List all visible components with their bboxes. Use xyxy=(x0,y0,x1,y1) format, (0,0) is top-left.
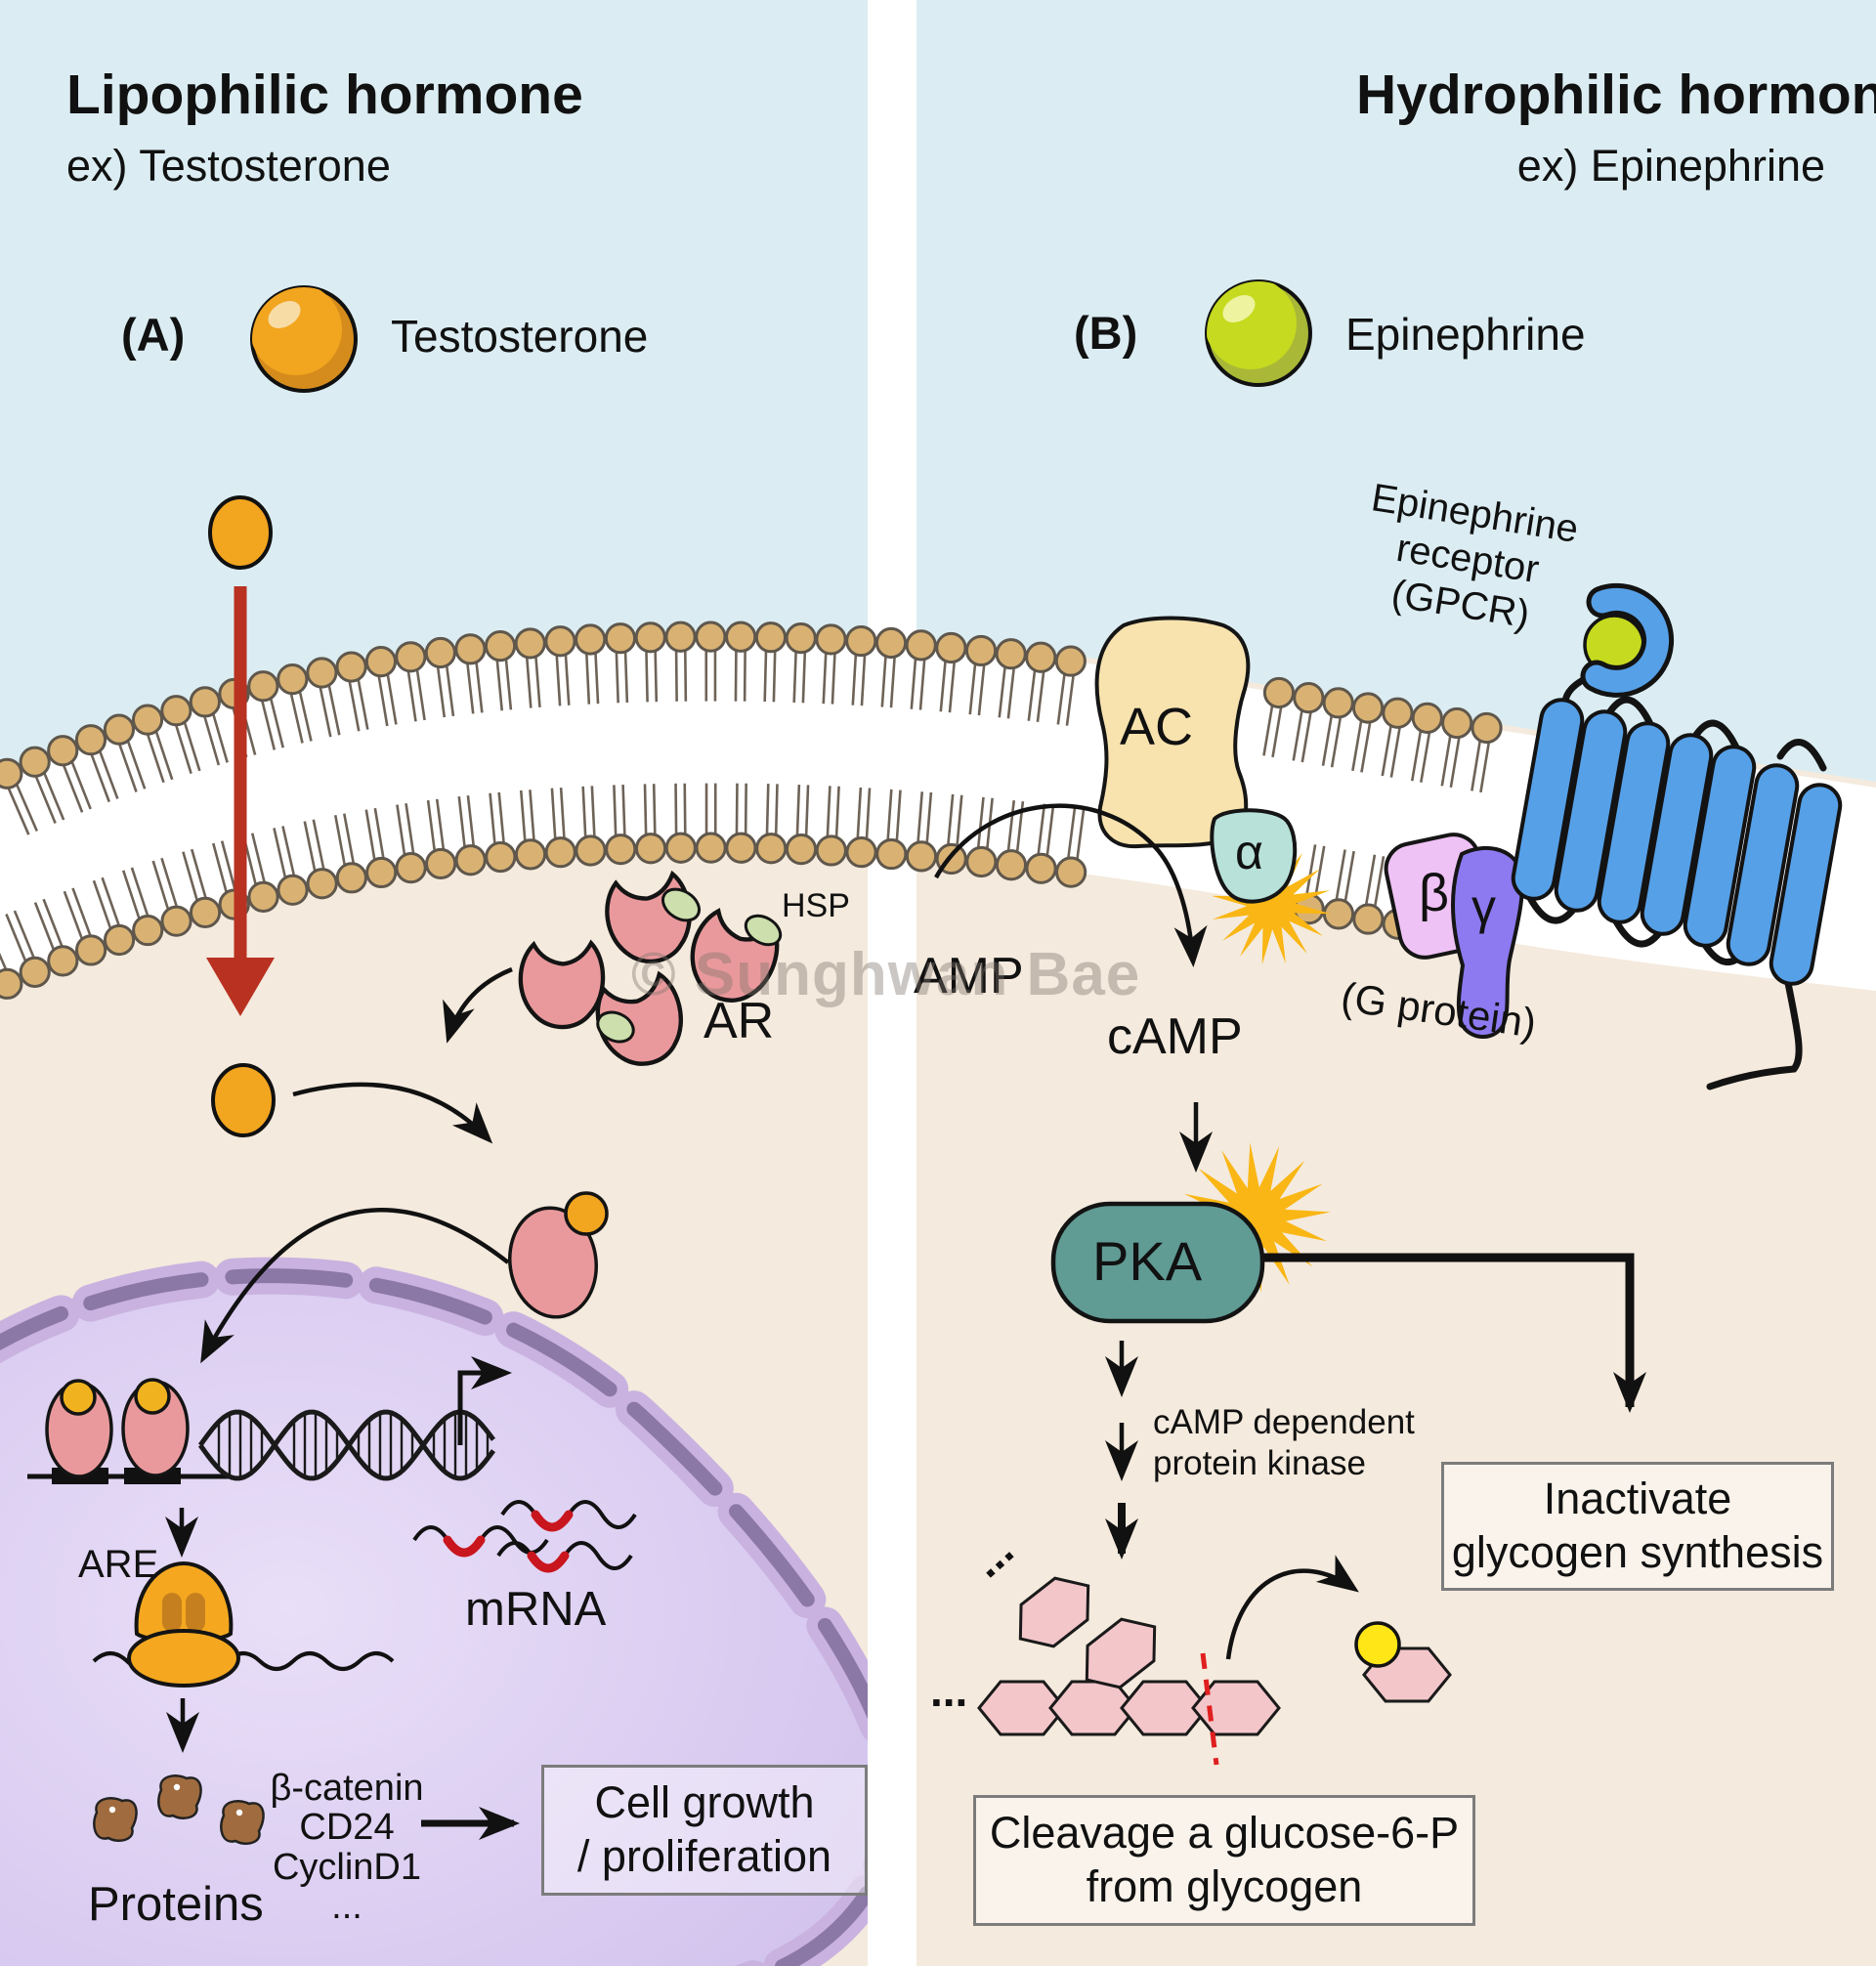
hsp-icons xyxy=(596,887,783,1044)
gene-beta-catenin: β-catenin xyxy=(270,1768,424,1809)
panel-a-marker: (A) xyxy=(121,309,186,361)
gpcr-icon xyxy=(1511,582,1843,1090)
beta-label: β xyxy=(1419,864,1450,922)
nucleus xyxy=(0,1257,914,1966)
testosterone-extracellular-icon xyxy=(208,495,273,570)
lipid-tails xyxy=(0,649,1504,971)
kinase-note-line1: cAMP dependent xyxy=(1153,1403,1415,1441)
extracellular-region xyxy=(0,0,1876,782)
ac-label: AC xyxy=(1120,698,1194,756)
glucose-release-arrow xyxy=(1225,1555,1359,1660)
alpha-label: α xyxy=(1235,825,1263,879)
watermark: © Sunghwan Bae xyxy=(631,941,1141,1008)
protein-blobs-icon xyxy=(93,1774,265,1845)
ar-hormone-complex-icon xyxy=(507,1191,609,1319)
amp-label: AMP xyxy=(914,948,1024,1004)
cleavage-site-dashed-line xyxy=(1200,1652,1219,1766)
glycogen-chain-dots: ... xyxy=(930,1665,968,1716)
ribosome-icon xyxy=(127,1560,240,1688)
ar-receptor-icon xyxy=(518,939,606,1030)
cell-growth-line2: / proliferation xyxy=(576,1831,832,1881)
left-panel-title: Lipophilic hormone xyxy=(66,64,583,126)
g-alpha-subunit-icon xyxy=(1210,808,1298,904)
pka-icon xyxy=(1050,1201,1265,1324)
panel-b-marker: (B) xyxy=(1074,307,1138,359)
gene-ellipsis: ... xyxy=(331,1885,362,1927)
hormone-entry-arrow xyxy=(206,586,275,1016)
gamma-label: γ xyxy=(1471,879,1496,934)
cleavage-line1: Cleavage a glucose-6-P xyxy=(989,1808,1460,1859)
androgen-receptor-cluster xyxy=(518,870,780,1066)
gene-list: β-catenin CD24 CyclinD1 ... xyxy=(225,1769,469,1926)
right-panel-subtitle: ex) Epinephrine xyxy=(1516,141,1825,191)
glucose-6p-icon xyxy=(1354,1621,1401,1668)
cleavage-line2: from glycogen xyxy=(1086,1861,1363,1911)
epinephrine-icon xyxy=(1205,279,1312,387)
mrna-label: mRNA xyxy=(465,1583,607,1636)
ar-label: AR xyxy=(704,993,775,1049)
gene-cd24: CD24 xyxy=(299,1807,395,1849)
inactivate-line2: glycogen synthesis xyxy=(1451,1527,1824,1577)
inactivate-line1: Inactivate xyxy=(1543,1474,1732,1524)
proteins-label: Proteins xyxy=(88,1878,264,1931)
inactivate-box: Inactivate glycogen synthesis xyxy=(1441,1462,1834,1591)
dna-helix-icon xyxy=(197,1409,496,1481)
right-panel-title: Hydrophilic hormone xyxy=(1356,64,1876,126)
activation-starburst-icon xyxy=(1180,1142,1331,1293)
testosterone-label: Testosterone xyxy=(391,311,649,362)
testosterone-icon xyxy=(250,285,358,393)
cleavage-box: Cleavage a glucose-6-P from glycogen xyxy=(973,1795,1475,1926)
epinephrine-label: Epinephrine xyxy=(1345,309,1586,360)
activation-starburst-icon xyxy=(1211,844,1332,965)
left-panel-arrows xyxy=(200,966,513,1364)
cell-growth-line1: Cell growth xyxy=(594,1777,815,1828)
transcription-start-arrow xyxy=(457,1356,512,1445)
are-label: ARE xyxy=(78,1543,159,1586)
testosterone-cytoplasm-icon xyxy=(211,1063,276,1137)
glycogen-chain-icon xyxy=(977,1576,1452,1736)
camp-label: cAMP xyxy=(1107,1008,1243,1065)
camp-pathway-arrows xyxy=(934,803,1646,1560)
kinase-note-line2: protein kinase xyxy=(1153,1444,1366,1482)
ar-receptor-icon xyxy=(690,908,780,1003)
left-panel-subtitle: ex) Testosterone xyxy=(66,141,391,191)
mrna-transcripts-icon xyxy=(412,1500,637,1573)
are-dna-complex xyxy=(27,1378,230,1484)
hsp-label: HSP xyxy=(782,887,850,924)
pka-label: PKA xyxy=(1092,1230,1203,1292)
panel-divider xyxy=(868,0,917,1966)
gene-cyclind1: CyclinD1 xyxy=(272,1846,422,1888)
cell-growth-box: Cell growth / proliferation xyxy=(541,1765,868,1896)
